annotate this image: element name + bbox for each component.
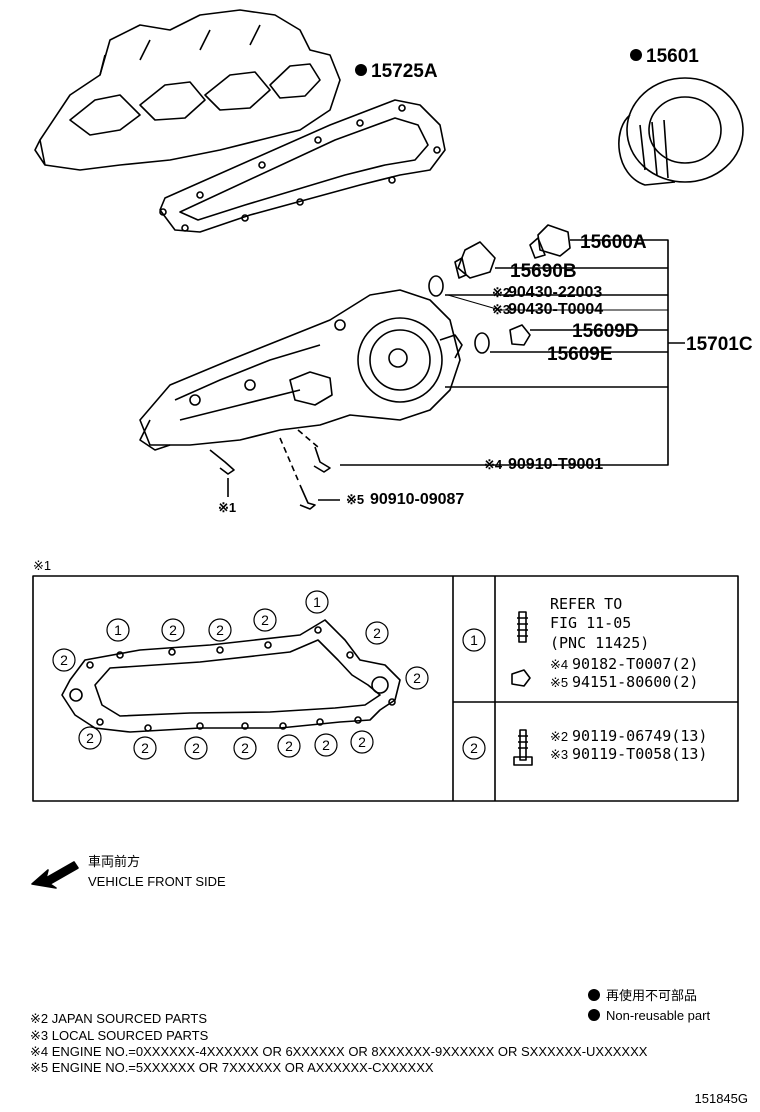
callout-90430-22003: 90430-22003: [508, 284, 602, 301]
oil-cooler-assembly-drawing: [139, 289, 463, 451]
figure-id: 151845G: [695, 1091, 749, 1106]
row1-part-b: 94151-80600(2): [572, 673, 698, 691]
circle-number-labels: 1 2 2 2 1 2 2 2 2 2 2 2 2 2 2 1 2: [60, 594, 478, 756]
detail-box: [32, 575, 739, 802]
legend-dot-icon: [588, 1009, 600, 1021]
mark-x2: ※2: [492, 285, 510, 300]
circle-label-two: 2: [261, 612, 269, 628]
row2-part-a: 90119-06749(13): [572, 727, 707, 745]
circle-markers: [52, 590, 486, 760]
direction-jp: 車両前方: [88, 854, 140, 869]
gasket-15725a-drawing: [159, 99, 446, 233]
sensor-15600a-drawing: [529, 224, 571, 259]
callout-15690b: 15690B: [510, 261, 577, 282]
washer-15609e-drawing: [474, 332, 490, 354]
callout-15601: 15601: [646, 46, 699, 67]
circle-label-two: 2: [285, 738, 293, 754]
callout-90910-t9001: 90910-T9001: [508, 456, 603, 473]
note-engine-range-5: ※5 ENGINE NO.=5XXXXXX OR 7XXXXXX OR AXXX…: [30, 1060, 434, 1075]
mark-x5: ※5: [346, 492, 364, 507]
washer-90430-drawing: [428, 275, 444, 297]
nut-icon: [511, 669, 531, 687]
non-reusable-dot-icon: [630, 49, 642, 61]
detail-title: ※1: [33, 558, 51, 573]
circle-label-two: 2: [241, 740, 249, 756]
row2-part-a-mark: ※2: [550, 729, 568, 744]
detail-gasket-drawing: [61, 619, 401, 733]
stud-90910-09087-drawing: [299, 484, 316, 510]
legend-en: Non-reusable part: [606, 1008, 710, 1023]
circle-label-two: 2: [60, 652, 68, 668]
row1-part-a: 90182-T0007(2): [572, 655, 698, 673]
note-japan-sourced: ※2 JAPAN SOURCED PARTS: [30, 1011, 207, 1026]
refer-line3: (PNC 11425): [550, 634, 649, 652]
non-reusable-dot-icon: [355, 64, 367, 76]
callout-15701c: 15701C: [686, 334, 753, 355]
circle-label-two: 2: [358, 734, 366, 750]
circle-label-two: 2: [86, 730, 94, 746]
bolt-x1-drawing: [209, 449, 235, 475]
callout-90430-t0004: 90430-T0004: [508, 301, 603, 318]
circle-label-two: 2: [141, 740, 149, 756]
plug-15609d-drawing: [509, 324, 531, 346]
refer-line2: FIG 11-05: [550, 614, 631, 632]
row2-part-b: 90119-T0058(13): [572, 745, 707, 763]
callout-15725a: 15725A: [371, 61, 438, 82]
legend-jp: 再使用不可部品: [606, 988, 697, 1003]
callout-90910-09087: 90910-09087: [370, 491, 464, 508]
circle-label-two: 2: [169, 622, 177, 638]
note-engine-range-4: ※4 ENGINE NO.=0XXXXXX-4XXXXXX OR 6XXXXXX…: [30, 1044, 648, 1059]
circle-label-one: 1: [114, 622, 122, 638]
callout-15609e: 15609E: [547, 344, 613, 365]
legend-dot-icon: [588, 989, 600, 1001]
sensor-15690b-drawing: [454, 241, 496, 279]
stud-icon: [517, 611, 528, 643]
oil-filter-drawing: [618, 77, 744, 186]
circle-label-two: 2: [216, 622, 224, 638]
callout-15609d: 15609D: [572, 321, 639, 342]
mark-x1: ※1: [218, 500, 236, 515]
engine-block-drawing: [34, 9, 341, 171]
direction-arrow-icon: [31, 861, 79, 889]
mark-x3: ※3: [492, 302, 510, 317]
bolt-icon: [513, 729, 533, 766]
direction-en: VEHICLE FRONT SIDE: [88, 874, 226, 889]
mark-x4: ※4: [484, 457, 503, 472]
note-local-sourced: ※3 LOCAL SOURCED PARTS: [30, 1028, 209, 1043]
circle-label-two: 2: [192, 740, 200, 756]
row2-circle-label: 2: [470, 740, 478, 756]
refer-line1: REFER TO: [550, 595, 622, 613]
row1-circle-label: 1: [470, 632, 478, 648]
row1-part-a-mark: ※4: [550, 657, 568, 672]
stud-90910-t9001-drawing: [313, 446, 331, 473]
row2-part-b-mark: ※3: [550, 747, 568, 762]
callout-15600a: 15600A: [580, 232, 647, 253]
circle-label-one: 1: [313, 594, 321, 610]
row1-part-b-mark: ※5: [550, 675, 568, 690]
circle-label-two: 2: [413, 670, 421, 686]
circle-label-two: 2: [373, 625, 381, 641]
circle-label-two: 2: [322, 737, 330, 753]
